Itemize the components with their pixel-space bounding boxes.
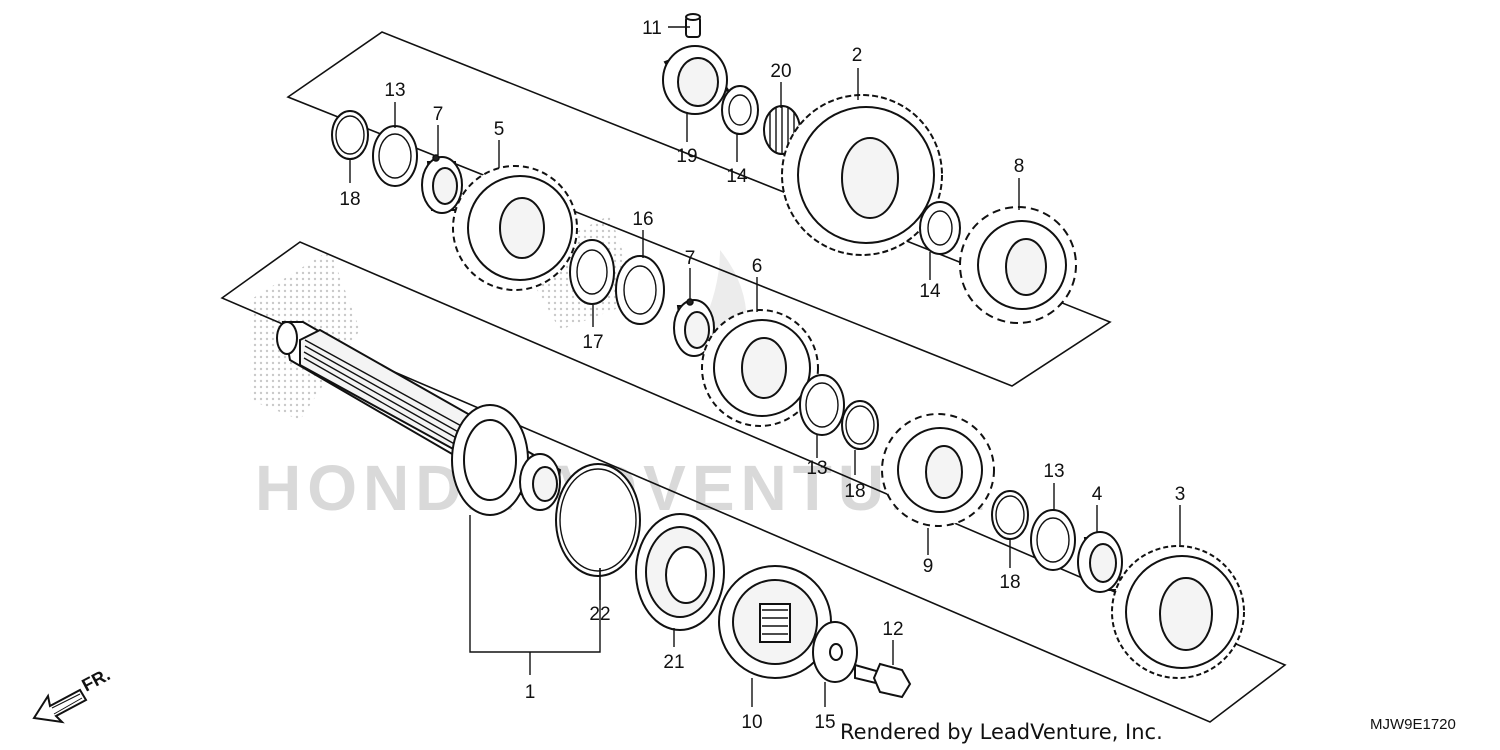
callout-15: 15 xyxy=(814,712,835,733)
callout-11: 11 xyxy=(642,18,662,39)
oil-seal-21 xyxy=(635,513,725,631)
callout-12: 12 xyxy=(882,619,903,640)
diagram-code: MJW9E1720 xyxy=(1370,716,1456,733)
circlip-18-a xyxy=(331,110,369,160)
callout-20: 20 xyxy=(770,61,791,82)
callout-10: 10 xyxy=(741,712,762,733)
direction-label: FR. xyxy=(78,664,113,695)
callout-7-b: 7 xyxy=(685,248,696,269)
callout-18-b: 18 xyxy=(844,481,865,502)
callout-18-a: 18 xyxy=(339,189,360,210)
callout-13-b: 13 xyxy=(806,458,827,479)
front-direction-indicator: FR. xyxy=(32,664,113,724)
assembly-frames xyxy=(220,31,1287,723)
callout-19: 19 xyxy=(676,146,697,167)
bushing-7-b xyxy=(673,298,715,357)
washer-15 xyxy=(812,621,858,683)
callout-17: 17 xyxy=(582,332,603,353)
render-credit: Rendered by LeadVenture, Inc. xyxy=(840,720,1163,744)
dowel-pin-11 xyxy=(685,13,701,38)
washer-17 xyxy=(569,239,615,305)
callout-2: 2 xyxy=(852,45,863,66)
callout-14-a: 14 xyxy=(726,166,748,187)
leader-lines xyxy=(349,26,1181,707)
callout-13-c: 13 xyxy=(1043,461,1064,482)
callout-6: 6 xyxy=(752,256,763,277)
washer-13-b xyxy=(799,374,845,436)
bolt-12 xyxy=(854,662,912,699)
callout-3: 3 xyxy=(1175,484,1186,505)
drive-sprocket-10 xyxy=(718,565,832,679)
gear-3 xyxy=(1111,545,1245,679)
callout-16: 16 xyxy=(632,209,653,230)
main-shaft xyxy=(276,321,562,516)
callout-18-c: 18 xyxy=(999,572,1020,593)
callout-9: 9 xyxy=(923,556,934,577)
upper-frame xyxy=(286,31,1112,387)
callout-13-a: 13 xyxy=(384,80,405,101)
callout-14-b: 14 xyxy=(919,281,941,302)
lower-frame xyxy=(220,241,1287,723)
callout-4: 4 xyxy=(1092,484,1103,505)
circlip-18-c xyxy=(991,490,1029,540)
washer-13-c xyxy=(1030,509,1076,571)
callout-5: 5 xyxy=(494,119,505,140)
callout-8: 8 xyxy=(1014,156,1025,177)
callout-21: 21 xyxy=(663,652,684,673)
gear-9 xyxy=(881,413,995,527)
callout-labels: 1 2 3 4 5 6 7 7 8 9 10 11 12 13 13 13 14… xyxy=(339,18,1185,733)
bushing-7-a xyxy=(421,154,463,214)
circlip-18-b xyxy=(841,400,879,450)
shaft-splines xyxy=(303,339,466,447)
gear-8 xyxy=(959,206,1077,324)
washer-13-a xyxy=(372,125,418,187)
callout-22: 22 xyxy=(589,604,610,625)
callout-7-a: 7 xyxy=(433,104,444,125)
gear-6 xyxy=(701,309,819,427)
washer-14-b xyxy=(919,201,961,255)
callout-1: 1 xyxy=(525,682,536,703)
gear-2 xyxy=(781,94,943,256)
gear-5 xyxy=(452,165,578,291)
washer-14-a xyxy=(721,85,759,135)
o-ring-22 xyxy=(555,463,641,577)
lock-washer-16 xyxy=(615,255,665,325)
needle-bearing-19 xyxy=(662,45,730,115)
bushing-4 xyxy=(1077,531,1124,593)
